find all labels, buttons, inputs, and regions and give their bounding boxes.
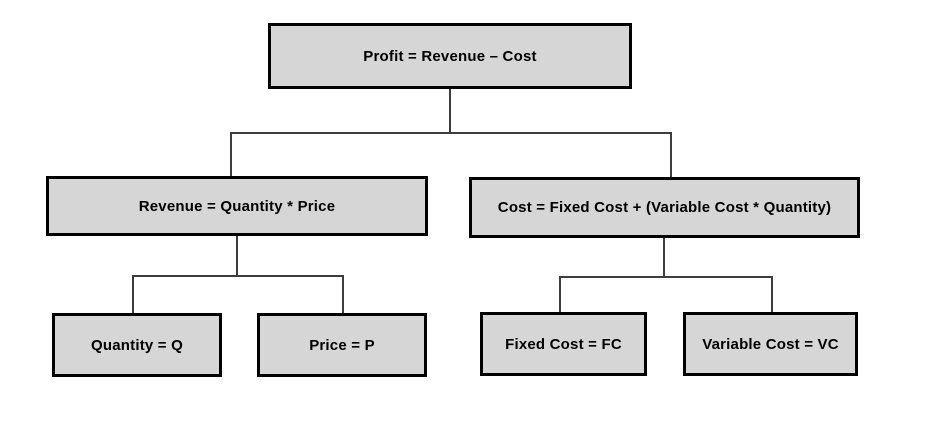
connector-revenue-children-rail: [132, 275, 344, 277]
node-profit: Profit = Revenue – Cost: [268, 23, 632, 89]
node-price: Price = P: [257, 313, 427, 377]
node-cost-label: Cost = Fixed Cost + (Variable Cost * Qua…: [497, 199, 832, 216]
connector-variable-cost-drop: [771, 276, 773, 312]
node-variable-cost: Variable Cost = VC: [683, 312, 858, 376]
connector-cost-stem: [663, 238, 665, 277]
node-fixed-cost-label: Fixed Cost = FC: [505, 335, 622, 353]
connector-fixed-cost-drop: [559, 276, 561, 312]
node-revenue: Revenue = Quantity * Price: [46, 176, 428, 236]
connector-cost-drop: [670, 132, 672, 177]
node-fixed-cost: Fixed Cost = FC: [480, 312, 647, 376]
connector-profit-stem: [449, 89, 451, 134]
connector-quantity-drop: [132, 275, 134, 313]
node-price-label: Price = P: [309, 336, 375, 354]
node-profit-label: Profit = Revenue – Cost: [363, 47, 537, 65]
connector-cost-children-rail: [559, 276, 773, 278]
connector-revenue-stem: [236, 236, 238, 276]
connector-level2-rail: [230, 132, 672, 134]
node-cost: Cost = Fixed Cost + (Variable Cost * Qua…: [469, 177, 860, 238]
connector-price-drop: [342, 275, 344, 313]
connector-revenue-drop: [230, 132, 232, 176]
node-variable-cost-label: Variable Cost = VC: [702, 335, 839, 353]
node-quantity-label: Quantity = Q: [91, 336, 183, 354]
node-revenue-label: Revenue = Quantity * Price: [138, 197, 336, 215]
node-quantity: Quantity = Q: [52, 313, 222, 377]
